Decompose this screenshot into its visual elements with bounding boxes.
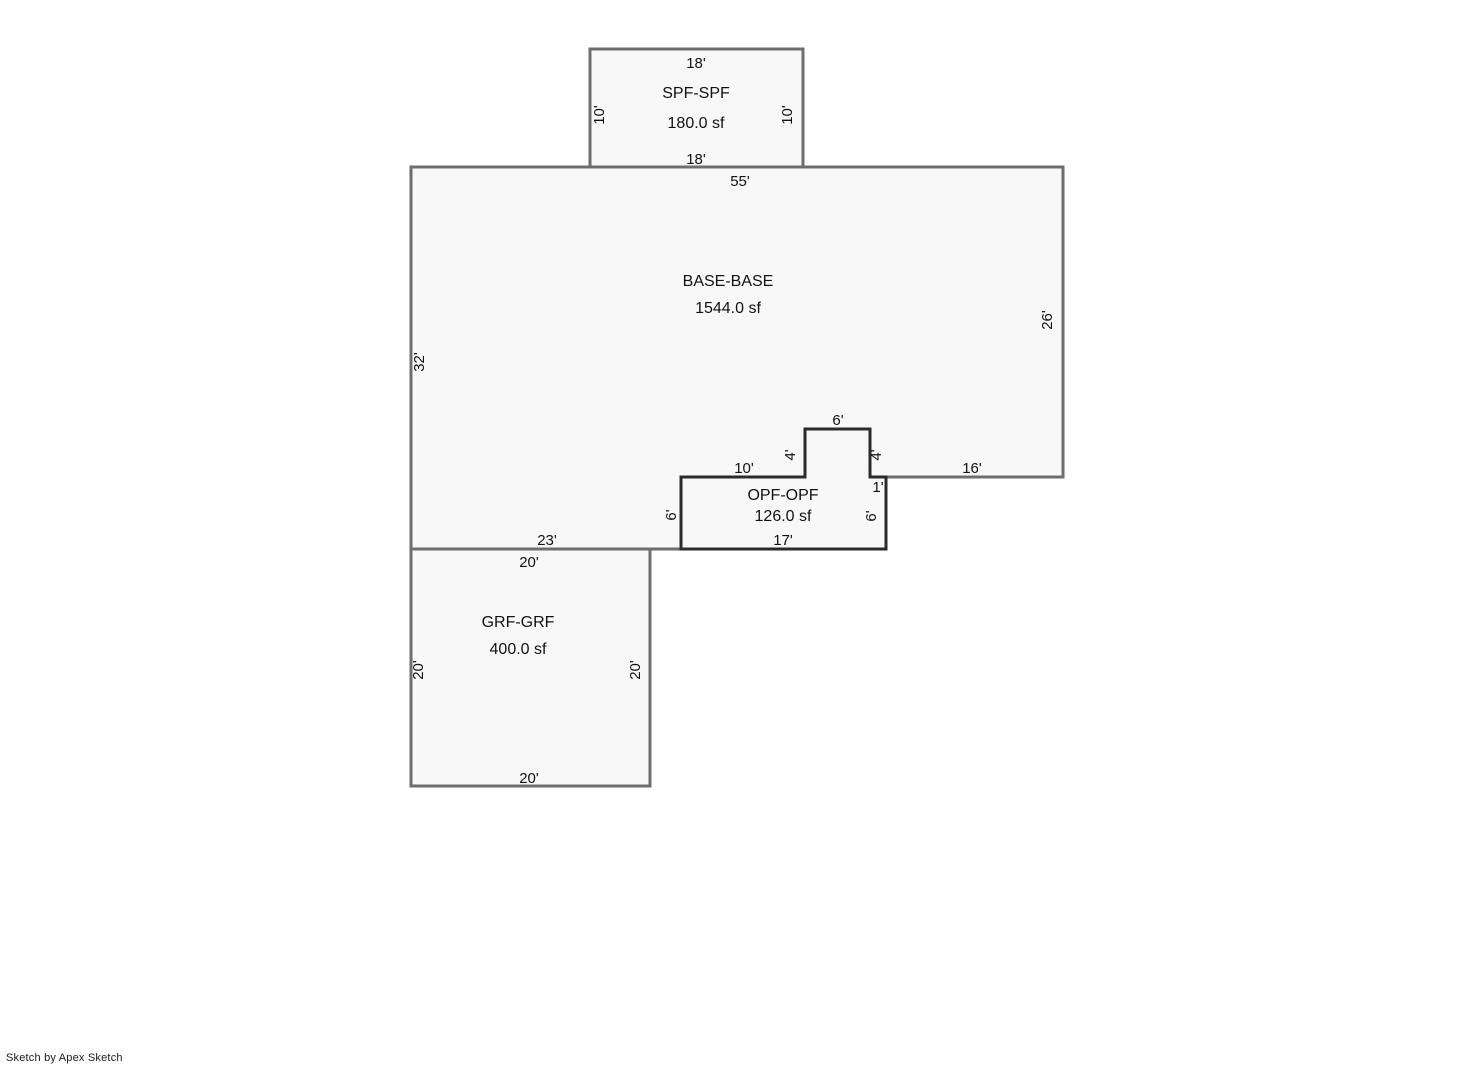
area-base[interactable]: BASE-BASE 1544.0 sf 55' 32' 26' 16' 23' <box>409 165 1065 551</box>
spf-dimension-bottom: 18' <box>686 151 706 168</box>
grf-room-name: GRF-GRF <box>482 614 555 631</box>
opf-dimension-step-left: 4' <box>782 449 799 460</box>
spf-outline[interactable] <box>588 47 805 169</box>
sketch-credit: Sketch by Apex Sketch <box>6 1052 123 1064</box>
area-spf[interactable]: SPF-SPF 180.0 sf 18' 18' 10' 10' <box>588 47 805 169</box>
base-room-name: BASE-BASE <box>683 273 774 290</box>
opf-room-name: OPF-OPF <box>747 487 818 504</box>
grf-room-area: 400.0 sf <box>490 641 547 658</box>
grf-dimension-top: 20' <box>519 554 539 571</box>
base-dimension-top: 55' <box>730 173 750 190</box>
opf-room-area: 126.0 sf <box>755 508 812 525</box>
grf-dimension-left: 20' <box>410 660 427 680</box>
opf-dimension-peak: 6' <box>832 412 843 429</box>
opf-dimension-right-upper: 1' <box>872 479 883 496</box>
area-grf[interactable]: GRF-GRF 400.0 sf 20' 20' 20' 20' <box>409 547 652 788</box>
grf-outline[interactable] <box>409 547 652 788</box>
spf-dimension-right: 10' <box>779 105 796 125</box>
spf-room-name: SPF-SPF <box>662 85 730 102</box>
opf-dimension-step-right: 4' <box>868 449 885 460</box>
base-dimension-right: 26' <box>1039 310 1056 330</box>
area-opf[interactable]: OPF-OPF 126.0 sf 10' 4' 6' 4' 1' 6' 17' … <box>663 412 888 551</box>
opf-dimension-top-left: 10' <box>734 460 754 477</box>
base-dimension-bottom-right: 16' <box>962 460 982 477</box>
spf-room-area: 180.0 sf <box>668 115 725 132</box>
base-dimension-bottom-left: 23' <box>537 532 557 549</box>
grf-dimension-right: 20' <box>627 660 644 680</box>
spf-dimension-left: 10' <box>591 105 608 125</box>
grf-dimension-bottom: 20' <box>519 770 539 787</box>
base-dimension-left: 32' <box>411 352 428 372</box>
opf-dimension-bottom: 17' <box>773 532 793 549</box>
opf-dimension-left: 6' <box>663 509 680 520</box>
spf-dimension-top: 18' <box>686 55 706 72</box>
opf-outline[interactable] <box>679 427 888 551</box>
opf-dimension-right-lower: 6' <box>863 510 880 521</box>
base-room-area: 1544.0 sf <box>695 300 761 317</box>
